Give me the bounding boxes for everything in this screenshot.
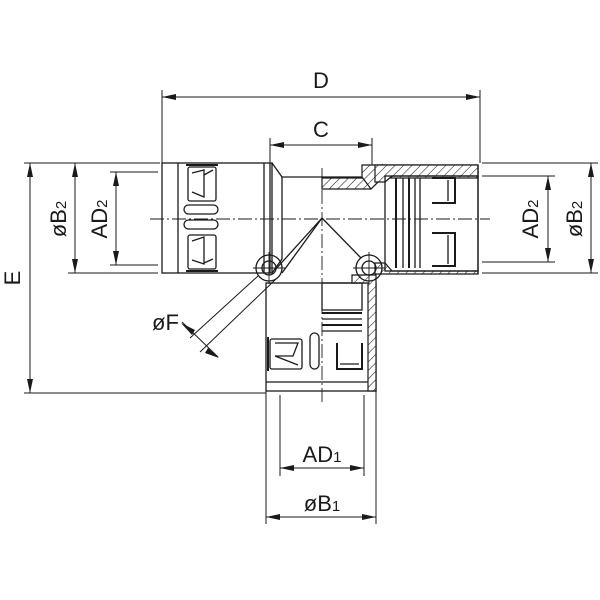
left-upper-claw	[186, 164, 218, 202]
label-D: D	[313, 68, 329, 93]
left-lower-claw	[186, 234, 218, 272]
label-AD2-right: AD2	[518, 200, 543, 239]
dimension-B1: øB1	[265, 391, 377, 524]
label-AD1: AD1	[303, 442, 342, 467]
dimension-AD2-left: AD2	[87, 171, 158, 266]
fixing-hole-right	[353, 252, 385, 284]
center-lines	[150, 168, 490, 405]
label-B2-right: øB2	[562, 201, 587, 237]
dimension-E: E	[0, 162, 266, 394]
dimension-C: C	[269, 117, 373, 165]
right-branch	[374, 164, 479, 275]
dimension-AD1: AD1	[279, 395, 365, 476]
dimension-F: øF	[152, 275, 277, 358]
label-B2-left: øB2	[46, 201, 71, 237]
dimension-D: D	[161, 68, 481, 163]
label-E: E	[0, 271, 25, 286]
label-AD2-left: AD2	[87, 200, 112, 239]
dimension-B2-right: øB2	[482, 162, 598, 274]
dimension-AD2-right: AD2	[482, 175, 555, 263]
label-B1: øB1	[304, 491, 340, 516]
label-C: C	[313, 117, 329, 142]
bottom-branch	[265, 274, 377, 392]
fixing-hole-left	[253, 252, 285, 284]
label-F: øF	[152, 310, 179, 335]
dimension-B2-left: øB2	[46, 163, 158, 274]
left-branch	[161, 162, 283, 274]
